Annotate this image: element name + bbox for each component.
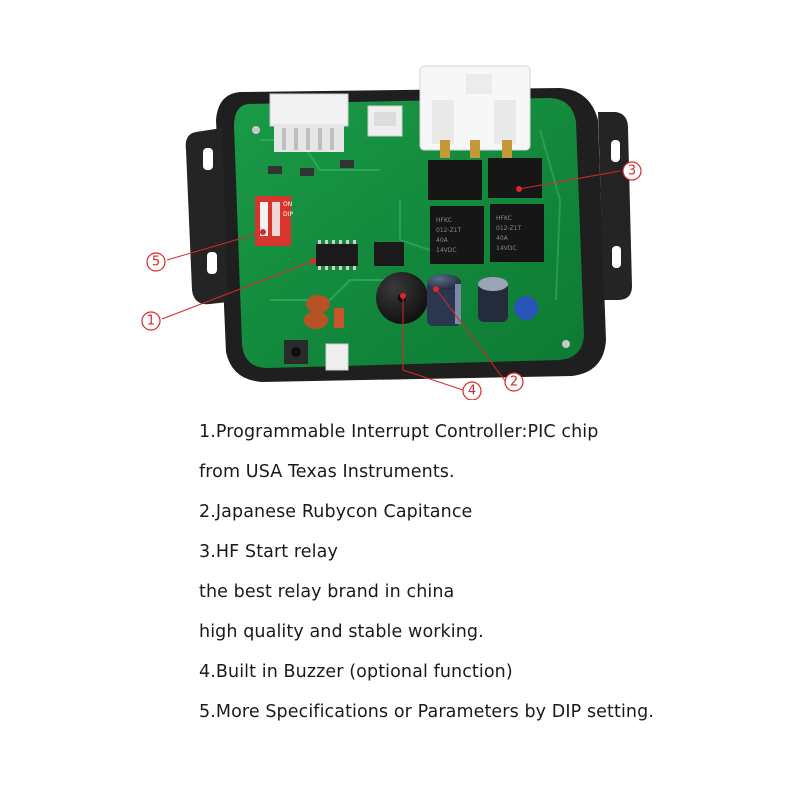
svg-text:3: 3: [628, 164, 636, 179]
smd-component: [268, 166, 282, 174]
svg-text:4: 4: [468, 384, 476, 399]
relay-label: HFKC: [496, 215, 512, 222]
caption-line-3: 2.Japanese Rubycon Capitance: [199, 502, 473, 522]
relay-label: HFKC: [436, 217, 452, 224]
relay-group: HFKC 012-Z1T 40A 14VDC HFKC 012-Z1T 40A …: [428, 158, 544, 264]
caption-line-4: 3.HF Start relay: [199, 542, 338, 562]
svg-text:5: 5: [152, 255, 160, 270]
dip-switch: ON DIP: [255, 196, 293, 246]
callout-marker-1: 1: [141, 311, 161, 331]
caption-line-1: 1.Programmable Interrupt Controller:PIC …: [199, 422, 599, 442]
callout-marker-5: 5: [146, 252, 166, 272]
pic-chip: [316, 240, 358, 270]
relay-label: 012-Z1T: [436, 227, 462, 234]
tactile-button: [284, 340, 308, 364]
relay-label: 40A: [436, 237, 449, 244]
dip-label: DIP: [283, 211, 293, 218]
caption-line-7: 4.Built in Buzzer (optional function): [199, 662, 513, 682]
svg-text:2: 2: [510, 375, 518, 390]
power-connector: [419, 65, 531, 158]
six-pin-connector: [269, 93, 349, 152]
caption-line-5: the best relay brand in china: [199, 582, 455, 602]
caption-line-2: from USA Texas Instruments.: [199, 462, 455, 482]
small-connector: [367, 105, 403, 137]
pcb-photo: HFKC 012-Z1T 40A 14VDC HFKC 012-Z1T 40A …: [141, 65, 642, 400]
callout-marker-3: 3: [622, 161, 642, 181]
caption-line-8: 5.More Specifications or Parameters by D…: [199, 702, 654, 722]
smd-component: [340, 160, 354, 168]
relay-label: 40A: [496, 235, 509, 242]
relay-label: 14VDC: [496, 245, 517, 252]
relay-label: 012-Z1T: [496, 225, 522, 232]
callout-dots: [260, 186, 522, 299]
ceramic-capacitor: [514, 296, 538, 320]
callout-marker-4: 4: [462, 381, 482, 400]
film-capacitors: [304, 295, 344, 329]
callout-lines: [161, 170, 621, 391]
smd-component: [300, 168, 314, 176]
side-connector: [325, 343, 349, 371]
capacitor: [478, 277, 508, 322]
callout-marker-2: 2: [504, 372, 524, 392]
caption-line-6: high quality and stable working.: [199, 622, 484, 642]
feature-caption-list: 1.Programmable Interrupt Controller:PIC …: [199, 412, 789, 732]
svg-text:1: 1: [147, 314, 155, 329]
ic-chip: [374, 242, 404, 266]
dip-on-label: ON: [283, 201, 292, 208]
relay-label: 14VDC: [436, 247, 457, 254]
